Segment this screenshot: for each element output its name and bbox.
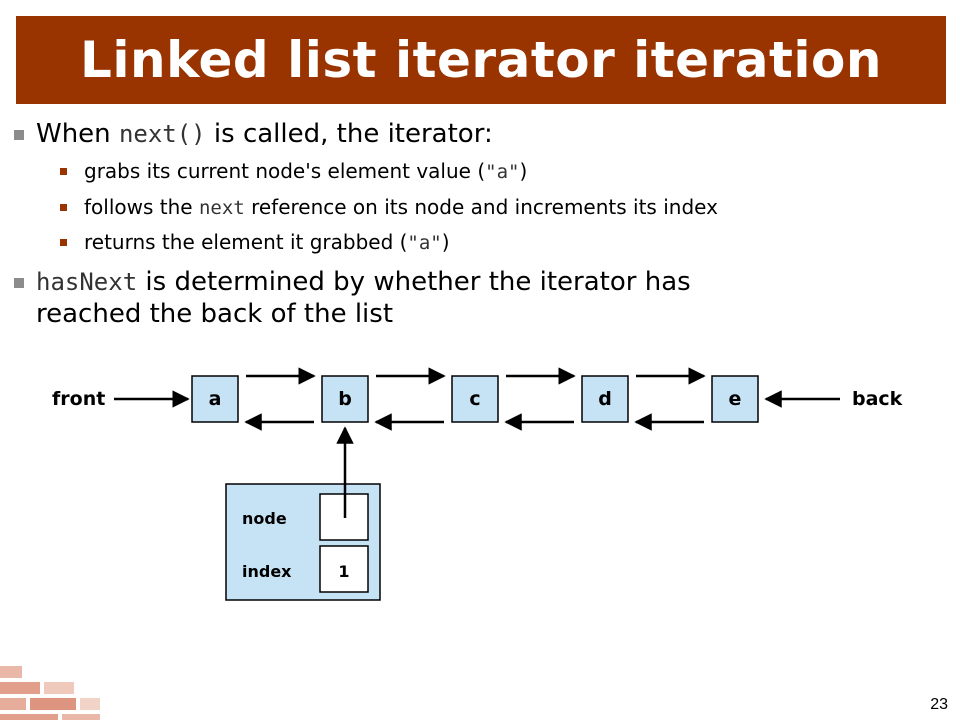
bullet-next-called: When next() is called, the iterator:	[14, 118, 493, 150]
title-bar: Linked list iterator iteration	[16, 16, 946, 104]
linked-list-diagram: front a b c d e back node index 1	[52, 367, 903, 601]
bullet-text: When	[36, 119, 119, 149]
bullet-text: grabs its current node's element value (	[84, 159, 486, 183]
node-e: e	[711, 375, 759, 423]
bullet-text: reference on its node and increments its…	[244, 195, 718, 219]
code-a: "a"	[485, 161, 520, 183]
page-number: 23	[930, 696, 948, 713]
iterator-index-label: index	[242, 562, 292, 581]
back-label: back	[852, 388, 903, 410]
sub-bullet-grabs: grabs its current node's element value (…	[59, 158, 528, 185]
iterator-index-box	[319, 545, 369, 593]
sub-bullet-returns: returns the element it grabbed ("a")	[60, 229, 450, 256]
iterator-index-value: 1	[338, 562, 349, 581]
code-a: "a"	[407, 232, 442, 254]
iterator-panel: node index 1	[225, 483, 381, 601]
iterator-node-label: node	[242, 509, 287, 528]
code-next: next()	[118, 120, 206, 148]
node-a-label: a	[209, 388, 222, 410]
sub-bullet-follows: follows the next reference on its node a…	[60, 194, 718, 221]
bullet-text: is called, the iterator:	[205, 119, 493, 149]
bullet-text: )	[441, 230, 450, 254]
bullet-hasnext: hasNext is determined by whether the ite…	[14, 266, 691, 330]
slide-title: Linked list iterator iteration	[80, 31, 882, 89]
code-hasnext: hasNext	[36, 268, 138, 296]
node-b: b	[321, 375, 369, 423]
node-e-label: e	[729, 388, 742, 410]
node-c: c	[451, 375, 499, 423]
bullet-text: follows the	[84, 195, 199, 219]
front-label: front	[52, 388, 105, 410]
node-d: d	[581, 375, 629, 423]
bullet-text: reached the back of the list	[36, 299, 394, 329]
node-c-label: c	[469, 388, 480, 410]
bullet-text: )	[519, 159, 528, 183]
node-b-label: b	[338, 388, 352, 410]
node-d-label: d	[598, 388, 612, 410]
code-next-ref: next	[198, 197, 245, 219]
brick-decoration	[0, 666, 100, 720]
bullet-text: is determined by whether the iterator ha…	[137, 267, 691, 297]
bullet-text: returns the element it grabbed (	[84, 230, 408, 254]
node-a: a	[191, 375, 239, 423]
